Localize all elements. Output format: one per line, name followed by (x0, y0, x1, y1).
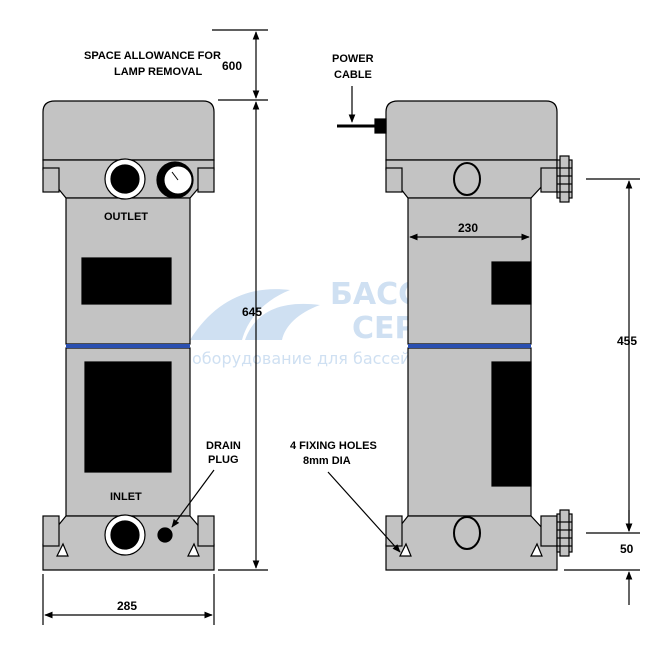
drain-plug-label-2: PLUG (208, 454, 239, 466)
front-seal-band (66, 344, 190, 348)
side-port-bottom-icon (453, 516, 481, 550)
side-bottom-collar (385, 515, 558, 571)
fixing-holes-label-1: 4 FIXING HOLES (290, 440, 377, 452)
outlet-label: OUTLET (104, 211, 148, 223)
side-window-upper (491, 261, 532, 305)
fixing-holes-label-2: 8mm DIA (303, 455, 351, 467)
total-height-dim: 645 (242, 305, 262, 319)
side-dimensions (409, 178, 640, 605)
port-spacing-dim: 455 (617, 334, 637, 348)
front-foot-right (187, 542, 200, 557)
power-cable-label-2: CABLE (334, 69, 372, 81)
drain-plug-leader (171, 469, 215, 528)
drain-plug-icon (157, 527, 173, 543)
port-height-dim: 50 (620, 542, 634, 556)
side-view (337, 100, 573, 571)
front-view (42, 100, 215, 571)
power-cable-label-1: POWER (332, 53, 374, 65)
side-head-cap (385, 100, 558, 161)
front-dimensions (42, 29, 268, 625)
inlet-label: INLET (110, 491, 142, 503)
side-port-top-icon (453, 162, 481, 196)
body-width-dim: 230 (458, 221, 478, 235)
drain-plug-label-1: DRAIN (206, 440, 241, 452)
side-window-lower (491, 361, 532, 487)
fixing-holes-leader (327, 471, 401, 553)
front-top-bracket-left (42, 167, 60, 193)
space-allowance-label-1: SPACE ALLOWANCE FOR (84, 50, 221, 62)
base-width-dim: 285 (117, 599, 137, 613)
front-bottom-bracket-right (197, 515, 215, 547)
front-top-bracket-right (197, 167, 215, 193)
side-top-collar (385, 159, 558, 199)
watermark-line3: оборудование для бассейнов (192, 349, 440, 368)
front-bottom-bracket-left (42, 515, 60, 547)
front-window-upper (81, 257, 172, 305)
side-seal-band (408, 344, 531, 348)
space-allowance-label-2: LAMP REMOVAL (114, 66, 202, 78)
front-foot-left (56, 542, 69, 557)
lamp-space-dim: 600 (222, 59, 242, 73)
front-window-lower (84, 361, 172, 473)
front-head-cap (42, 100, 215, 161)
